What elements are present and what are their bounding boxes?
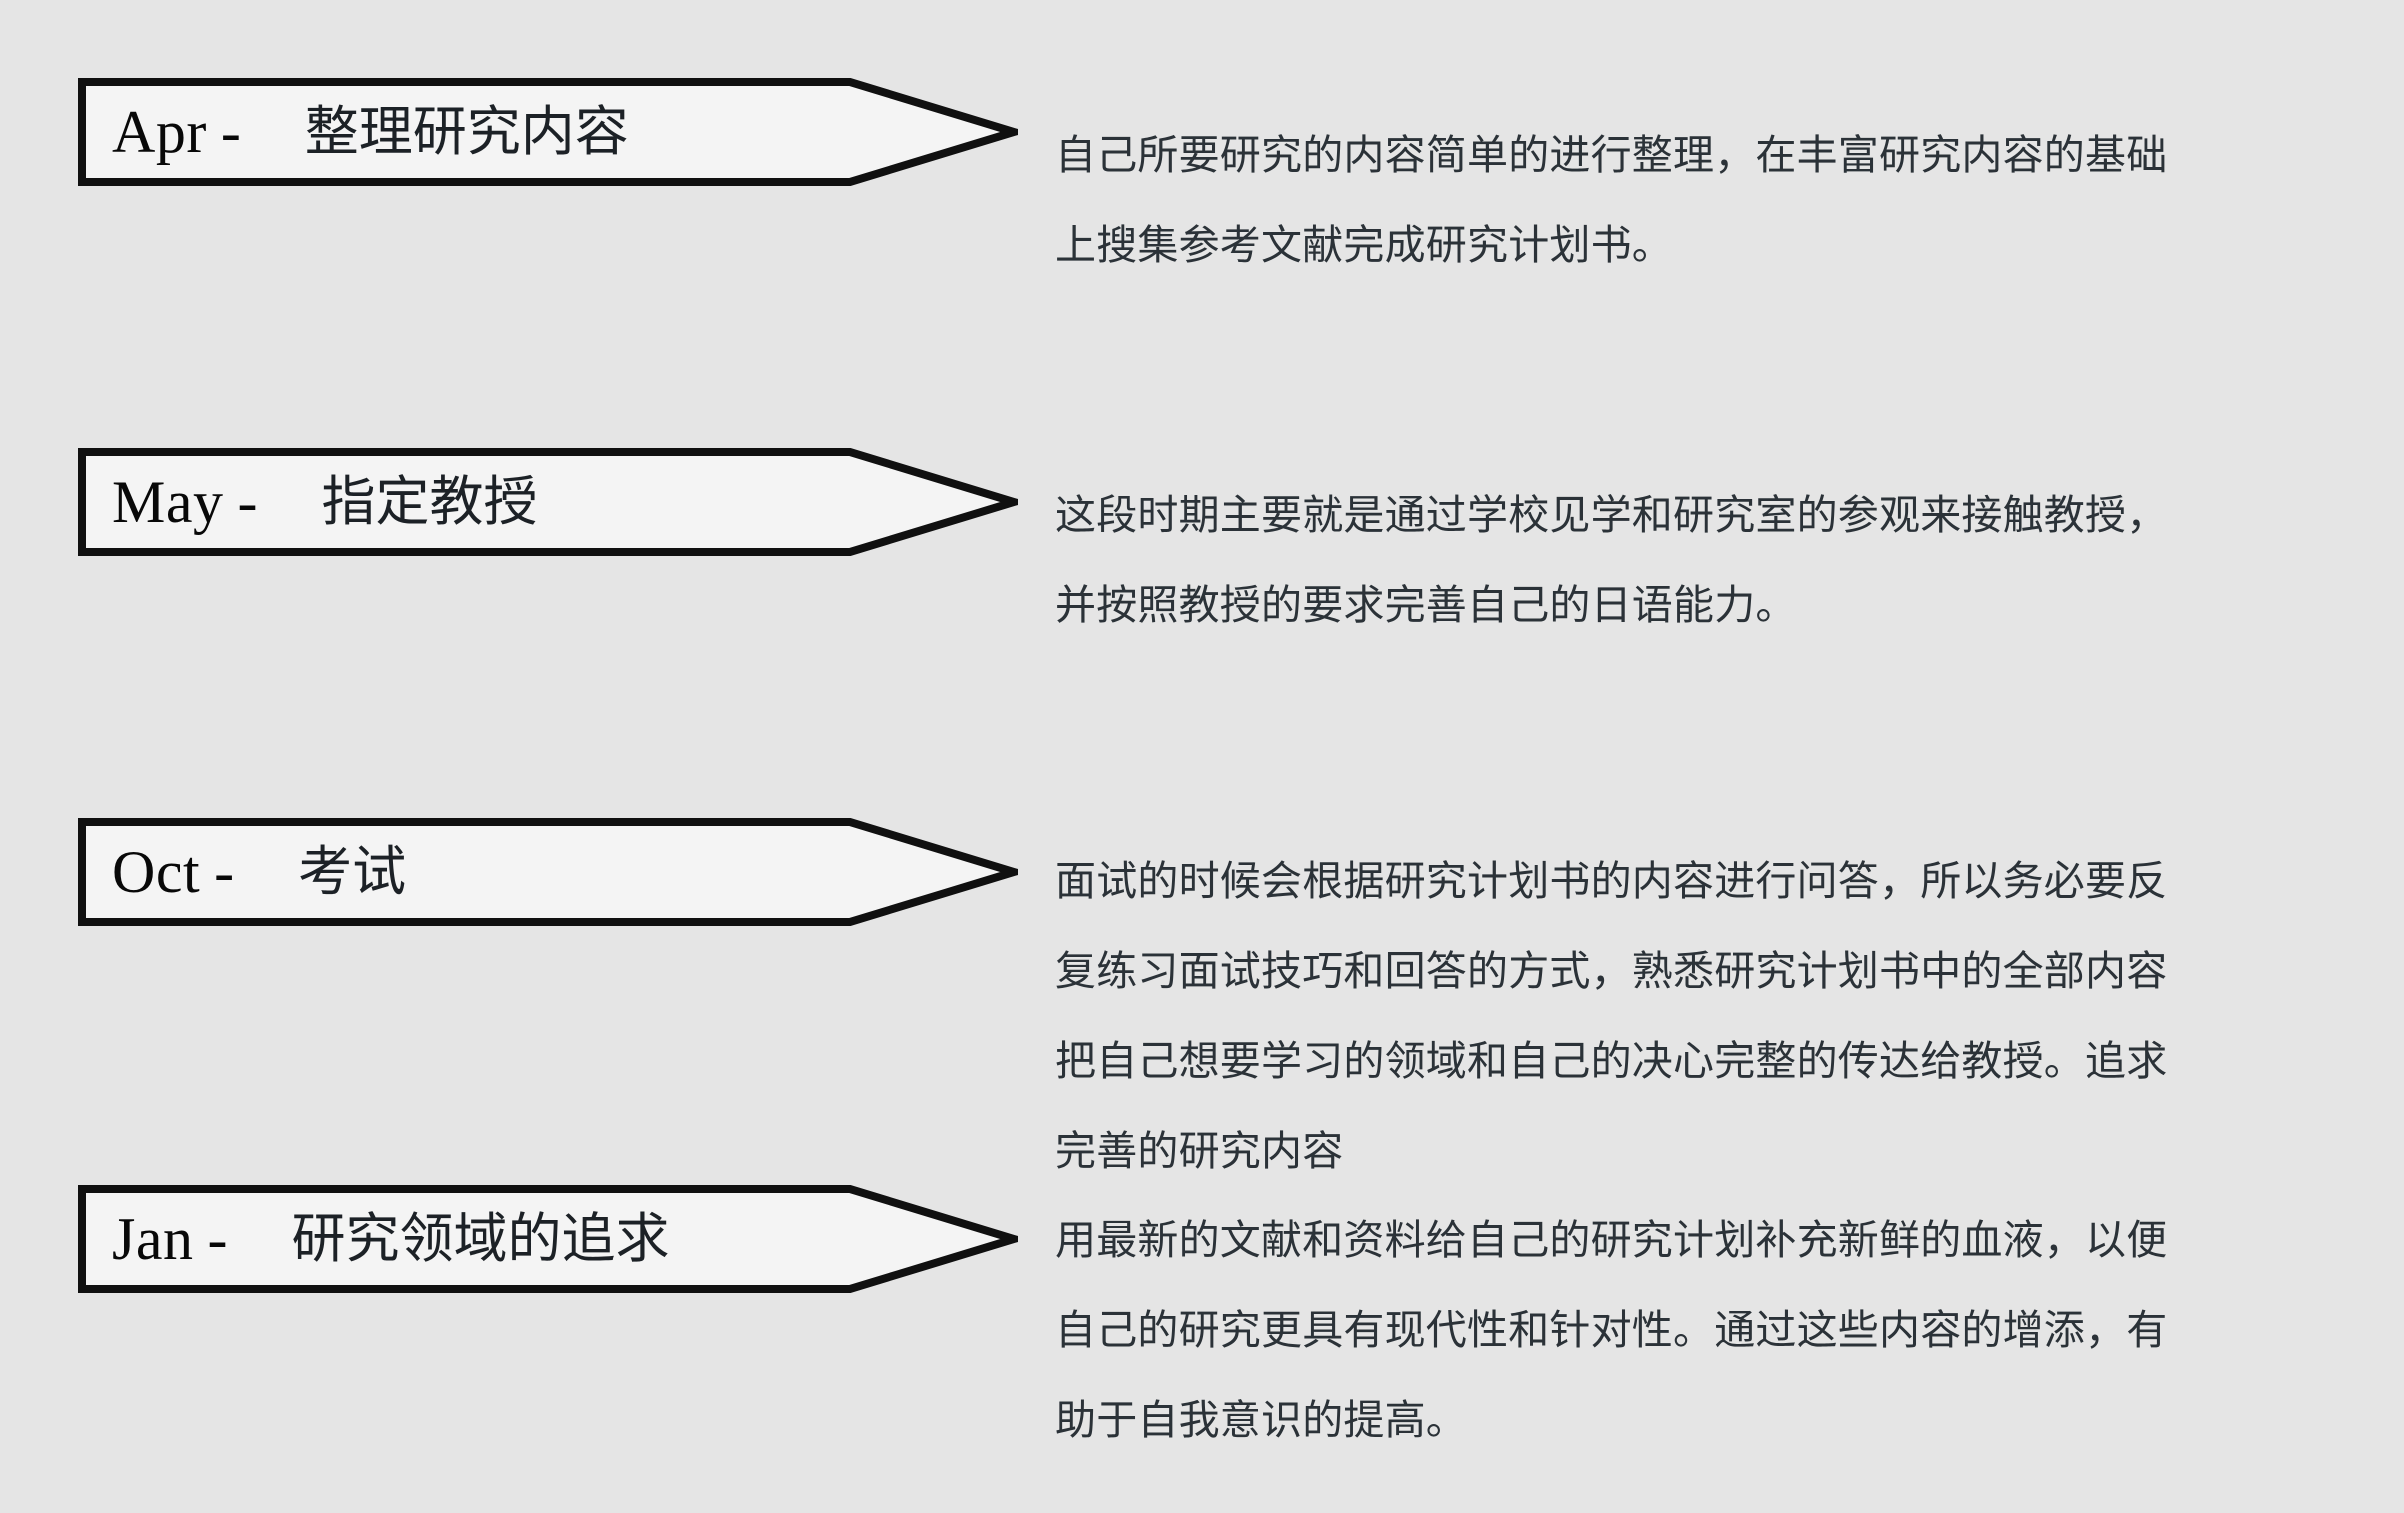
description-line: 助于自我意识的提高。 [1055,1397,1467,1443]
description-line: 面试的时候会根据研究计划书的内容进行问答，所以务必要反 [1055,858,2168,904]
month-banner-may: May - 指定教授 [78,448,1018,556]
description-jan: 用最新的文献和资料给自己的研究计划补充新鲜的血液，以便 自己的研究更具有现代性和… [1055,1195,2320,1465]
description-line: 上搜集参考文献完成研究计划书。 [1055,222,1673,268]
month-abbrev: Apr [112,99,207,165]
month-separator: - [237,469,258,535]
description-oct: 面试的时候会根据研究计划书的内容进行问答，所以务必要反 复练习面试技巧和回答的方… [1055,836,2320,1196]
month-abbrev: Oct [112,839,201,905]
month-separator: - [214,839,235,905]
banner-label: 研究领域的追求 [291,1209,670,1269]
month-banner-jan: Jan - 研究领域的追求 [78,1185,1018,1293]
description-line: 这段时期主要就是通过学校见学和研究室的参观来接触教授， [1055,492,2168,538]
banner-label: 考试 [298,842,407,902]
description-line: 复练习面试技巧和回答的方式，熟悉研究计划书中的全部内容 [1055,948,2168,994]
arrow-banner-shape [78,448,1018,556]
month-abbrev: Jan [112,1206,194,1272]
month-separator: - [207,1206,228,1272]
month-abbrev: May [112,469,224,535]
banner-label: 整理研究内容 [304,102,629,162]
banner-text-group: May - 指定教授 [78,448,1018,556]
description-line: 完善的研究内容 [1055,1128,1344,1174]
banner-label: 指定教授 [321,472,538,532]
arrow-banner-shape [78,78,1018,186]
month-separator: - [220,99,241,165]
description-line: 用最新的文献和资料给自己的研究计划补充新鲜的血液，以便 [1055,1217,2168,1263]
description-line: 把自己想要学习的领域和自己的决心完整的传达给教授。追求 [1055,1038,2168,1084]
description-line: 自己的研究更具有现代性和针对性。通过这些内容的增添，有 [1055,1307,2168,1353]
arrow-banner-shape [78,818,1018,926]
month-banner-oct: Oct - 考试 [78,818,1018,926]
description-line: 并按照教授的要求完善自己的日语能力。 [1055,582,1797,628]
banner-text-group: Apr - 整理研究内容 [78,78,1018,186]
banner-text-group: Oct - 考试 [78,818,1018,926]
description-apr: 自己所要研究的内容简单的进行整理，在丰富研究内容的基础 上搜集参考文献完成研究计… [1055,110,2320,290]
month-banner-apr: Apr - 整理研究内容 [78,78,1018,186]
description-line: 自己所要研究的内容简单的进行整理，在丰富研究内容的基础 [1055,132,2168,178]
description-may: 这段时期主要就是通过学校见学和研究室的参观来接触教授， 并按照教授的要求完善自己… [1055,470,2320,650]
banner-text-group: Jan - 研究领域的追求 [78,1185,1018,1293]
arrow-banner-shape [78,1185,1018,1293]
